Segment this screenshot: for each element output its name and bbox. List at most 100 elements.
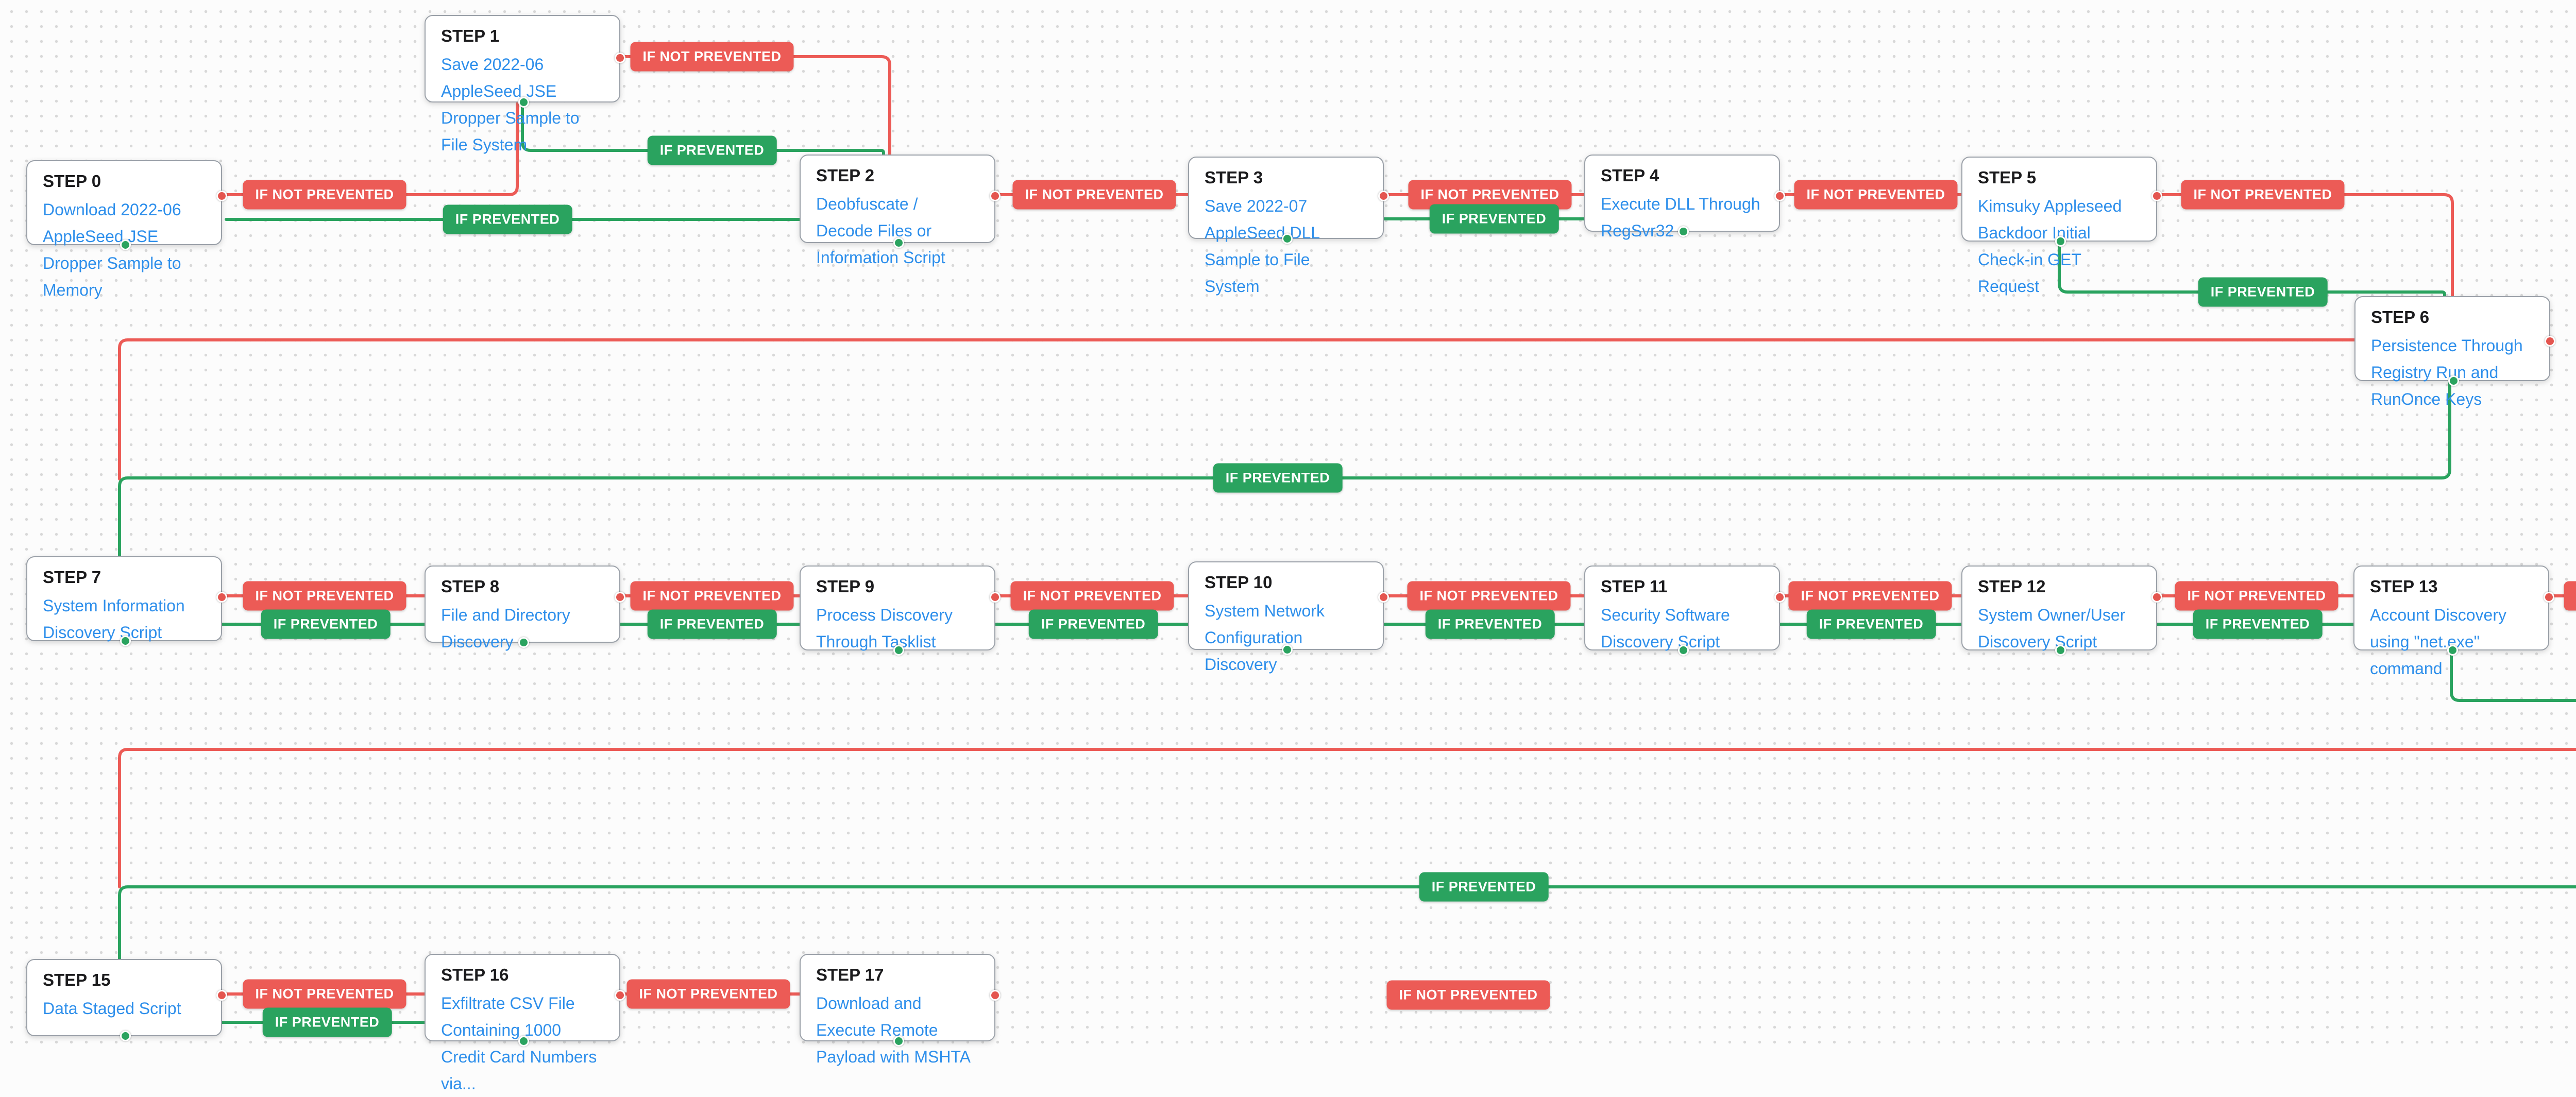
- step-node-5[interactable]: STEP 5 Kimsuky Appleseed Backdoor Initia…: [1961, 157, 2162, 296]
- green-source-handle[interactable]: [1678, 645, 1689, 656]
- edge-condition-badge[interactable]: IF NOT PREVENTED: [1407, 581, 1571, 611]
- edge-condition-badge[interactable]: IF NOT PREVENTED: [243, 180, 406, 210]
- step-node-6[interactable]: STEP 6 Persistence Through Registry Run …: [2354, 296, 2555, 408]
- edge-condition-badge[interactable]: IF PREVENTED: [647, 135, 777, 165]
- red-source-handle[interactable]: [615, 990, 625, 1001]
- edge-condition-badge[interactable]: IF NOT PREVENTED: [2181, 180, 2345, 210]
- step-node-7[interactable]: STEP 7 System Information Discovery Scri…: [26, 556, 227, 646]
- step-description: Persistence Through Registry Run and Run…: [2371, 336, 2523, 408]
- green-source-handle[interactable]: [518, 97, 529, 108]
- step-title: STEP 17: [816, 965, 884, 984]
- edge-condition-badge[interactable]: IF PREVENTED: [1213, 463, 1343, 493]
- red-source-handle[interactable]: [615, 592, 625, 603]
- green-source-handle[interactable]: [2055, 236, 2066, 247]
- red-source-handle[interactable]: [990, 592, 1001, 603]
- edge-condition-badge[interactable]: IF NOT PREVENTED: [1010, 581, 1174, 611]
- red-source-handle[interactable]: [990, 191, 1001, 201]
- red-source-handle[interactable]: [2545, 336, 2555, 347]
- edge-condition-badge[interactable]: IF NOT PREVENTED: [243, 581, 406, 611]
- floating-edge-condition-badge[interactable]: IF NOT PREVENTED: [1386, 980, 1550, 1010]
- step-title: STEP 12: [1978, 577, 2046, 596]
- red-source-handle[interactable]: [216, 191, 227, 201]
- edge-condition-badge[interactable]: IF PREVENTED: [1806, 609, 1936, 639]
- edge-if-not-prevented[interactable]: [118, 338, 2356, 481]
- green-source-handle[interactable]: [1282, 644, 1293, 655]
- edge-if-not-prevented[interactable]: [118, 748, 2576, 888]
- green-source-handle[interactable]: [2448, 375, 2459, 386]
- edge-condition-badge[interactable]: IF NOT PREVENTED: [1794, 180, 1958, 210]
- green-source-handle[interactable]: [120, 636, 131, 646]
- green-source-handle[interactable]: [893, 645, 904, 656]
- step-node-13[interactable]: STEP 13 Account Discovery using "net.exe…: [2353, 565, 2554, 678]
- green-source-handle[interactable]: [2447, 645, 2458, 656]
- step-title: STEP 1: [441, 26, 500, 45]
- step-node-8[interactable]: STEP 8 File and Directory Discovery: [425, 565, 625, 651]
- edge-condition-badge[interactable]: IF PREVENTED: [2198, 277, 2328, 307]
- edge-condition-badge[interactable]: IF NOT PREVENTED: [630, 42, 794, 72]
- edge-if-prevented[interactable]: [2450, 649, 2576, 709]
- red-source-handle[interactable]: [990, 990, 1001, 1001]
- step-node-9[interactable]: STEP 9 Process Discovery Through Tasklis…: [800, 565, 1001, 656]
- step-node-2[interactable]: STEP 2 Deobfuscate / Decode Files or Inf…: [800, 155, 1001, 267]
- green-source-handle[interactable]: [518, 637, 529, 648]
- edge-if-not-prevented[interactable]: [2156, 193, 2454, 299]
- green-source-handle[interactable]: [518, 1036, 529, 1047]
- edge-condition-badge[interactable]: IF PREVENTED: [1028, 609, 1158, 639]
- step-node-10[interactable]: STEP 10 System Network Configuration Dis…: [1188, 561, 1389, 674]
- red-source-handle[interactable]: [1378, 592, 1389, 603]
- edge-condition-badge[interactable]: IF NOT PREVENTED: [2564, 581, 2576, 611]
- edge-if-prevented[interactable]: [118, 793, 2576, 962]
- step-title: STEP 3: [1205, 168, 1263, 187]
- red-source-handle[interactable]: [615, 53, 625, 63]
- green-source-handle[interactable]: [120, 239, 131, 250]
- edge-condition-badge[interactable]: IF PREVENTED: [261, 609, 391, 639]
- green-source-handle[interactable]: [1282, 233, 1293, 244]
- edge-condition-badge[interactable]: IF PREVENTED: [1429, 204, 1559, 234]
- red-source-handle[interactable]: [2544, 592, 2554, 603]
- step-node-15[interactable]: STEP 15 Data Staged Script: [26, 959, 227, 1041]
- step-description: Kimsuky Appleseed Backdoor Initial Check…: [1978, 197, 2122, 296]
- edge-if-not-prevented[interactable]: [619, 55, 891, 157]
- step-description: Download 2022-06 AppleSeed JSE Dropper S…: [43, 200, 181, 299]
- step-node-1[interactable]: STEP 1 Save 2022-06 AppleSeed JSE Droppe…: [425, 15, 625, 154]
- step-node-4[interactable]: STEP 4 Execute DLL Through RegSvr32: [1584, 155, 1785, 240]
- edge-condition-badge[interactable]: IF PREVENTED: [2193, 609, 2323, 639]
- green-source-handle[interactable]: [120, 1031, 131, 1041]
- edge-condition-badge[interactable]: IF NOT PREVENTED: [2175, 581, 2338, 611]
- red-source-handle[interactable]: [216, 990, 227, 1001]
- edge-if-not-prevented[interactable]: [225, 102, 519, 196]
- edge-if-not-prevented[interactable]: [2548, 594, 2576, 709]
- red-source-handle[interactable]: [1378, 191, 1389, 201]
- step-title: STEP 4: [1601, 166, 1659, 185]
- edge-condition-badge[interactable]: IF NOT PREVENTED: [1788, 581, 1952, 611]
- step-node-3[interactable]: STEP 3 Save 2022-07 AppleSeed DLL Sample…: [1188, 157, 1389, 296]
- step-node-11[interactable]: STEP 11 Security Software Discovery Scri…: [1584, 565, 1785, 656]
- edge-condition-badge[interactable]: IF NOT PREVENTED: [243, 979, 406, 1009]
- red-source-handle[interactable]: [216, 592, 227, 603]
- step-node-0[interactable]: STEP 0 Download 2022-06 AppleSeed JSE Dr…: [26, 160, 227, 299]
- edge-condition-badge[interactable]: IF NOT PREVENTED: [1012, 180, 1176, 210]
- red-source-handle[interactable]: [1774, 191, 1785, 201]
- edge-condition-badge[interactable]: IF NOT PREVENTED: [626, 979, 790, 1009]
- step-node-12[interactable]: STEP 12 System Owner/User Discovery Scri…: [1961, 565, 2162, 656]
- edge-condition-badge[interactable]: IF PREVENTED: [443, 204, 572, 234]
- green-source-handle[interactable]: [893, 237, 904, 248]
- step-node-16[interactable]: STEP 16 Exfiltrate CSV File Containing 1…: [425, 954, 625, 1093]
- step-description: Save 2022-07 AppleSeed DLL Sample to Fil…: [1205, 197, 1319, 296]
- red-source-handle[interactable]: [2151, 191, 2162, 201]
- edge-condition-badge[interactable]: IF PREVENTED: [647, 609, 777, 639]
- green-source-handle[interactable]: [893, 1036, 904, 1047]
- step-node-17[interactable]: STEP 17 Download and Execute Remote Payl…: [800, 954, 1001, 1066]
- edge-condition-badge[interactable]: IF PREVENTED: [1419, 872, 1549, 902]
- step-title: STEP 7: [43, 568, 101, 587]
- step-title: STEP 16: [441, 965, 509, 984]
- edge-condition-badge[interactable]: IF NOT PREVENTED: [630, 581, 794, 611]
- edge-condition-badge[interactable]: IF PREVENTED: [1425, 609, 1555, 639]
- step-title: STEP 2: [816, 166, 875, 185]
- edge-condition-badge[interactable]: IF PREVENTED: [262, 1007, 392, 1037]
- red-source-handle[interactable]: [2151, 592, 2162, 603]
- green-source-handle[interactable]: [2055, 645, 2066, 656]
- green-source-handle[interactable]: [1678, 226, 1689, 237]
- red-source-handle[interactable]: [1774, 592, 1785, 603]
